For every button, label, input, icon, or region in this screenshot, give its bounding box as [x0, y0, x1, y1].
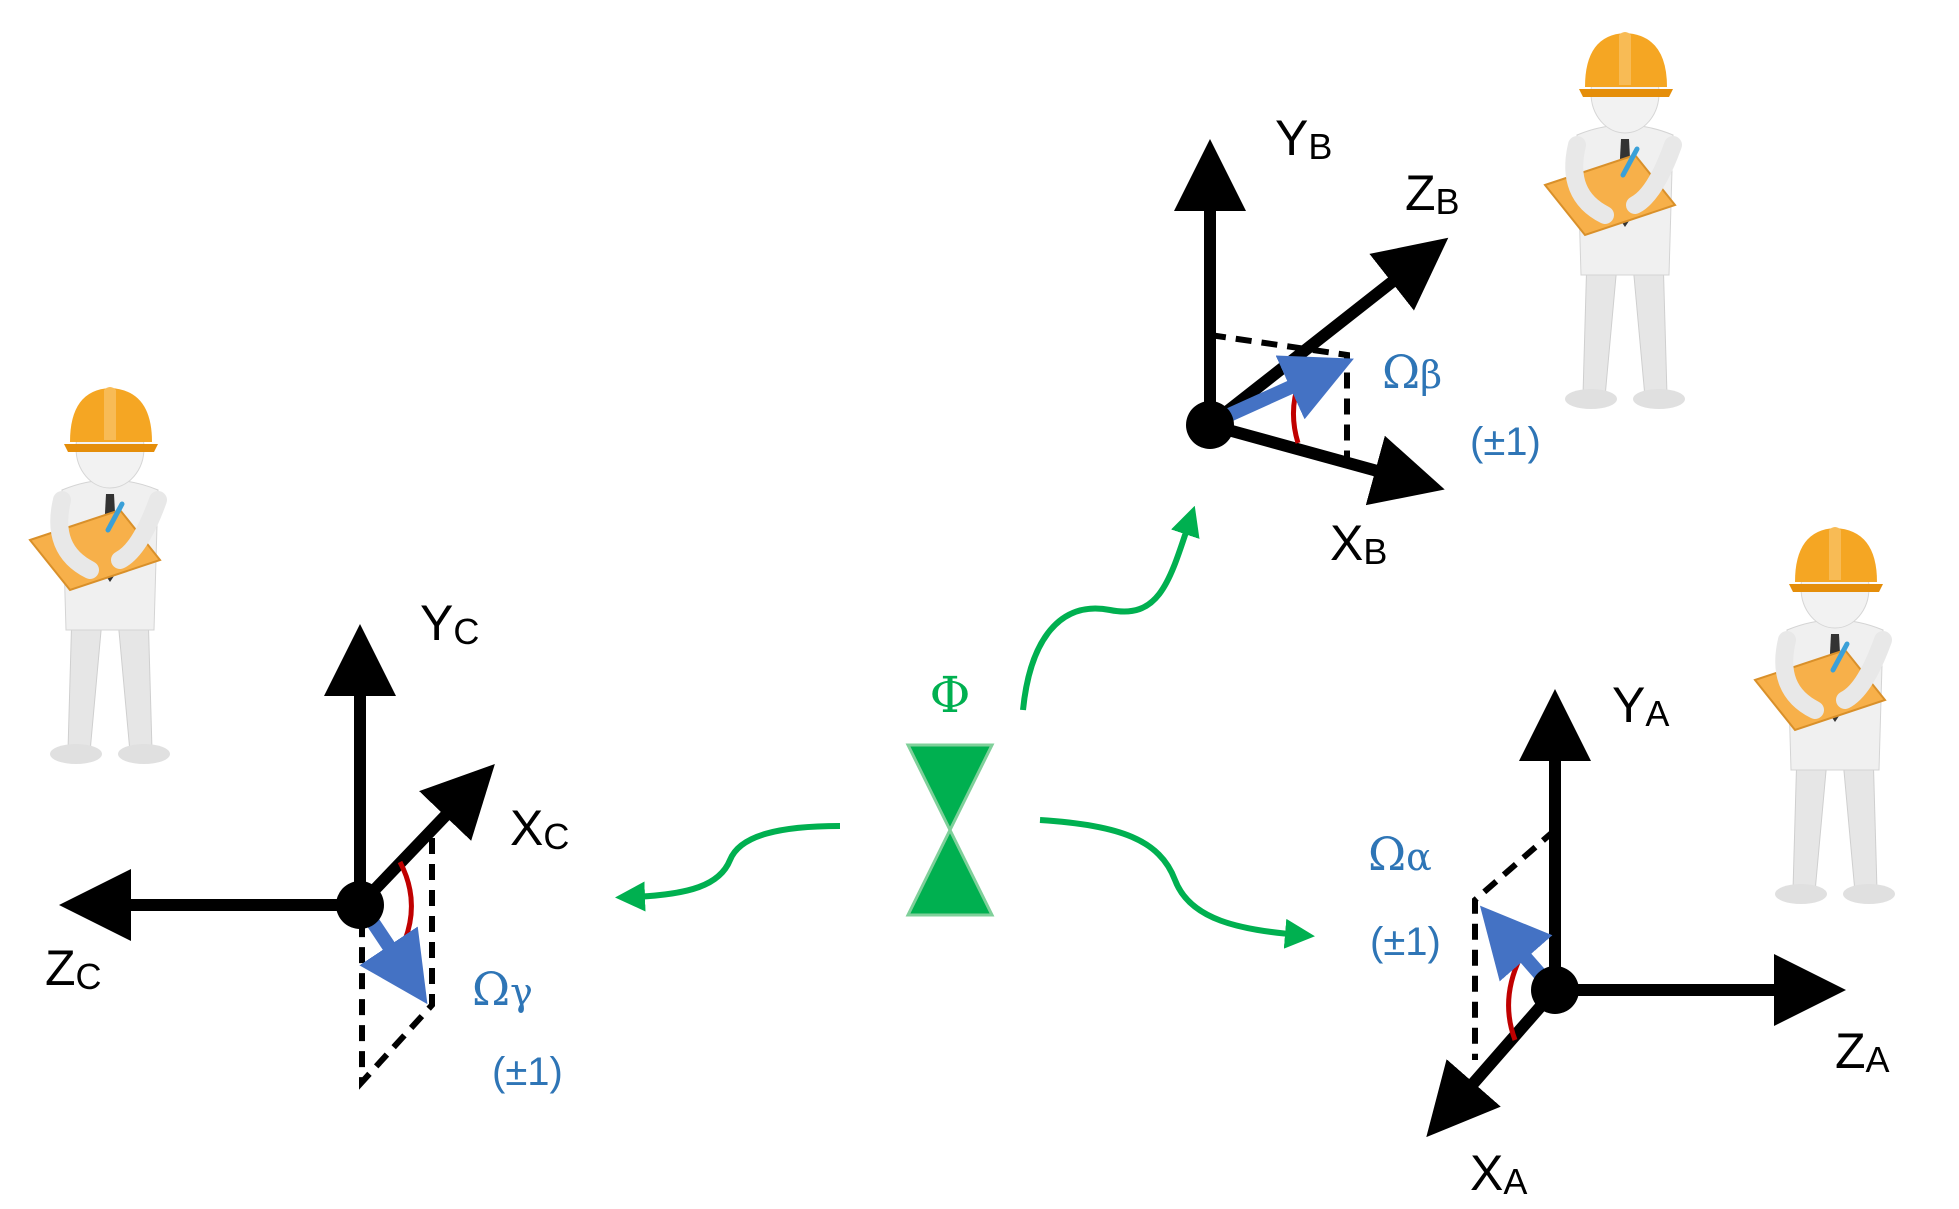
origin-c — [336, 881, 384, 929]
axis-xb — [1208, 419, 1445, 506]
observer-a — [1755, 527, 1895, 904]
label-xa: XA — [1470, 1145, 1527, 1202]
label-ya: YA — [1612, 677, 1669, 734]
vector-omega-gamma — [359, 911, 428, 1005]
wave-arrow-to-a — [1039, 817, 1315, 949]
projection-dashes-b — [1209, 332, 1350, 458]
observer-c — [30, 387, 170, 764]
axis-xc — [355, 763, 495, 910]
vector-omega-beta — [1215, 355, 1354, 427]
frame-a: YA ZA XA Ωα (±1) — [1368, 677, 1890, 1202]
entanglement-source: Φ — [615, 505, 1315, 949]
label-xb: XB — [1330, 515, 1387, 572]
source-symbol: Φ — [930, 666, 971, 724]
origin-b — [1186, 401, 1234, 449]
observer-b — [1545, 32, 1685, 409]
label-zb: ZB — [1405, 165, 1460, 222]
worker-with-clipboard-icon — [1755, 527, 1895, 904]
label-xc: XC — [510, 800, 569, 857]
angle-arc-c — [397, 860, 414, 941]
sign-b: (±1) — [1470, 420, 1541, 464]
label-yb: YB — [1275, 110, 1332, 167]
projection-dashes-a — [1472, 827, 1557, 1060]
label-zc: ZC — [45, 940, 102, 997]
label-za: ZA — [1835, 1023, 1890, 1080]
label-omega-alpha: Ωα — [1368, 827, 1432, 881]
sign-a: (±1) — [1370, 920, 1441, 964]
wave-arrow-to-b — [1020, 505, 1200, 711]
label-yc: YC — [420, 595, 479, 652]
sign-c: (±1) — [492, 1050, 563, 1094]
axis-zb — [1206, 237, 1449, 430]
origin-a — [1531, 966, 1579, 1014]
label-omega-gamma: Ωγ — [472, 962, 533, 1016]
bowtie-source-icon — [905, 743, 995, 917]
label-omega-beta: Ωβ — [1382, 345, 1442, 399]
worker-with-clipboard-icon — [1545, 32, 1685, 409]
frame-c: YC XC ZC Ωγ (±1) — [45, 595, 569, 1094]
worker-with-clipboard-icon — [30, 387, 170, 764]
wave-arrow-to-c — [615, 823, 841, 912]
axis-xa — [1426, 986, 1560, 1138]
frame-b: YB ZB XB Ωβ (±1) — [1174, 110, 1541, 572]
